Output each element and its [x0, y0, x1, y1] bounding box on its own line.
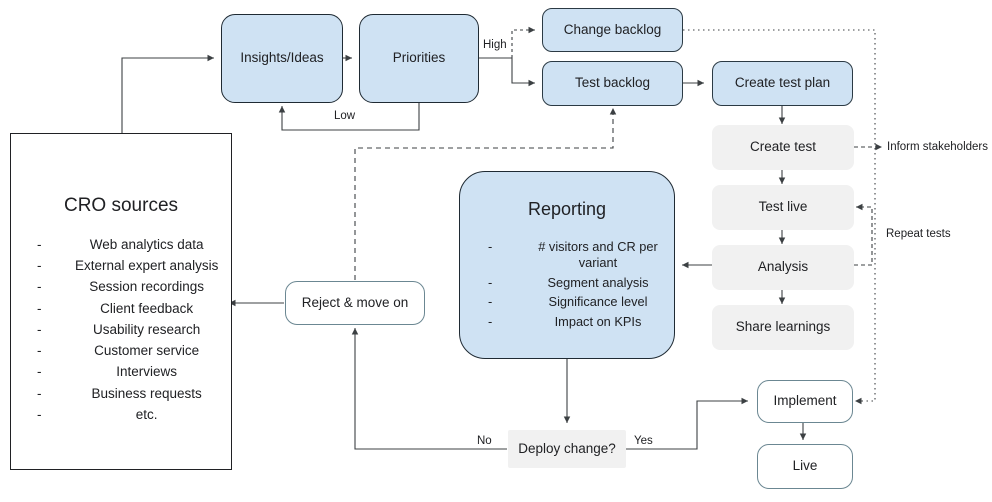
- list-item: Session recordings: [37, 278, 218, 296]
- node-label: Create test plan: [734, 75, 831, 91]
- list-item: Impact on KPIs: [488, 314, 674, 331]
- list-item: # visitors and CR per variant: [488, 239, 674, 272]
- edge-label-yes: Yes: [634, 435, 653, 447]
- node-change-backlog[interactable]: Change backlog: [542, 8, 683, 52]
- reporting-list: # visitors and CR per variant Segment an…: [460, 239, 674, 334]
- node-implement[interactable]: Implement: [757, 380, 853, 423]
- node-label: Analysis: [757, 259, 809, 275]
- node-reporting[interactable]: Reporting # visitors and CR per variant …: [459, 171, 675, 359]
- node-label: Change backlog: [563, 21, 662, 37]
- cro-sources-panel: CRO sources Web analytics data External …: [10, 133, 232, 470]
- list-item: Business requests: [37, 385, 218, 403]
- edge-label-inform-stakeholders: Inform stakeholders: [887, 141, 988, 153]
- node-create-test[interactable]: Create test: [712, 125, 854, 170]
- node-label: Deploy change?: [518, 440, 616, 456]
- edge-label-low: Low: [334, 110, 356, 122]
- node-live[interactable]: Live: [757, 444, 853, 489]
- node-test-backlog[interactable]: Test backlog: [542, 61, 683, 106]
- list-item: External expert analysis: [37, 257, 218, 275]
- node-share-learnings[interactable]: Share learnings: [712, 305, 854, 350]
- list-item: Client feedback: [37, 300, 218, 318]
- edge-label-no: No: [477, 435, 492, 447]
- node-label: Insights/Ideas: [240, 50, 324, 66]
- cro-sources-list: Web analytics data External expert analy…: [11, 236, 218, 427]
- node-label: Test live: [758, 199, 808, 215]
- list-item: Segment analysis: [488, 275, 674, 292]
- edge-label-high: High: [483, 39, 507, 51]
- list-item: Significance level: [488, 294, 674, 311]
- reporting-title: Reporting: [527, 199, 607, 219]
- node-label: Share learnings: [735, 319, 831, 335]
- node-deploy-change[interactable]: Deploy change?: [508, 430, 626, 468]
- node-label: Create test: [749, 139, 817, 155]
- node-analysis[interactable]: Analysis: [712, 245, 854, 290]
- node-label: Live: [792, 458, 818, 474]
- list-item: Interviews: [37, 363, 218, 381]
- list-item: etc.: [37, 406, 218, 424]
- list-item: Usability research: [37, 321, 218, 339]
- node-insights-ideas[interactable]: Insights/Ideas: [221, 14, 343, 103]
- edge-label-repeat-tests: Repeat tests: [886, 228, 951, 240]
- node-test-live[interactable]: Test live: [712, 185, 854, 230]
- node-label: Priorities: [392, 50, 446, 66]
- list-item: Customer service: [37, 342, 218, 360]
- node-reject-move-on[interactable]: Reject & move on: [285, 281, 425, 325]
- node-priorities[interactable]: Priorities: [359, 14, 479, 103]
- node-create-test-plan[interactable]: Create test plan: [712, 61, 853, 106]
- list-item: Web analytics data: [37, 236, 218, 254]
- node-label: Reject & move on: [301, 294, 409, 310]
- node-label: Test backlog: [574, 75, 651, 91]
- node-label: Implement: [773, 393, 837, 409]
- cro-sources-title: CRO sources: [63, 195, 179, 216]
